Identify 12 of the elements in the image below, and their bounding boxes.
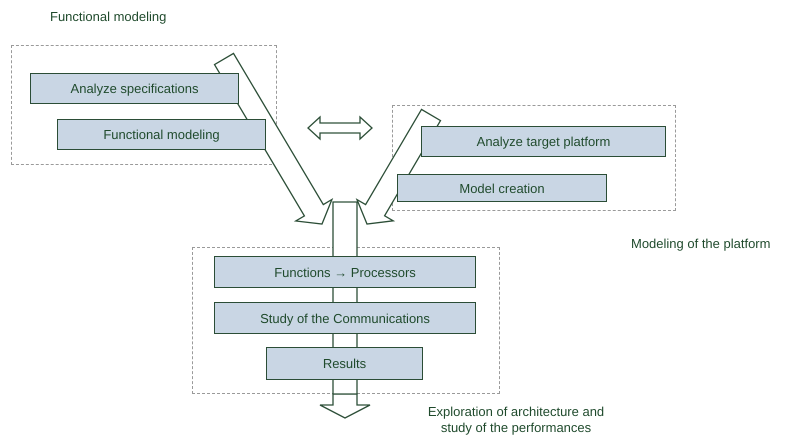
block-arrow: [307, 116, 373, 140]
process-box: Results: [266, 347, 423, 380]
process-box: Functional modeling: [57, 119, 266, 150]
process-box: Analyze target platform: [421, 126, 666, 157]
process-box: Model creation: [397, 174, 607, 202]
block-arrow: [319, 393, 371, 419]
group-heading: Modeling of the platform: [631, 236, 772, 252]
process-box: Study of the Communications: [214, 302, 476, 334]
group-heading: Functional modeling: [50, 9, 168, 25]
group-heading: Exploration of architecture and study of the performances: [426, 404, 606, 435]
process-box: Analyze specifications: [30, 73, 239, 104]
process-box: Functions → Processors: [214, 256, 476, 288]
